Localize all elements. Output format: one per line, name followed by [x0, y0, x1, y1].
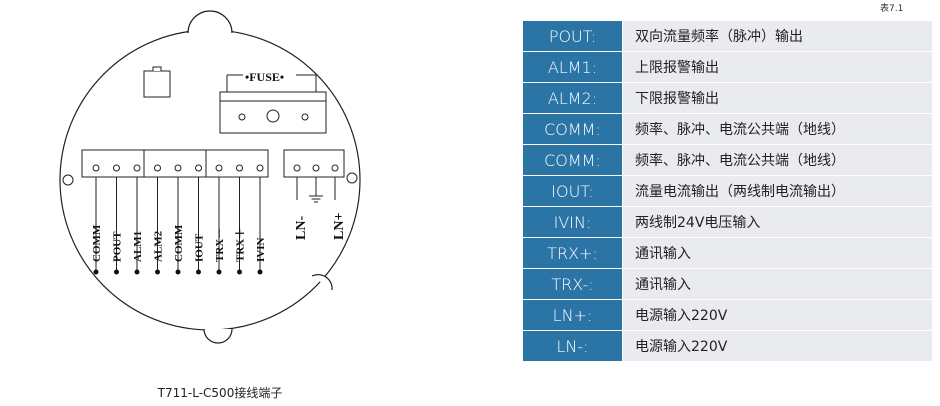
terminal-board-diagram: •FUSE• COMM POUT ALM1 ALM2 COMM IOUT TRX－ TRX＋ I…	[59, 10, 361, 344]
terminal-screw	[113, 164, 120, 172]
terminal-label: IVIN	[255, 237, 267, 262]
pin-name-cell: ALM1:	[523, 51, 623, 83]
power-terminal-pins	[293, 164, 339, 200]
board-notch-top	[187, 10, 233, 34]
pin-table-row: COMM:频率、脉冲、电流公共端（地线）	[523, 113, 932, 145]
terminal-label: TRX＋	[235, 228, 247, 262]
mount-hole-left	[62, 174, 74, 186]
pin-name-cell: TRX+:	[523, 237, 623, 269]
board-notch-bottom	[203, 328, 233, 344]
pin-name-cell: LN-:	[523, 330, 623, 362]
terminal-label: ALM2	[153, 230, 165, 262]
pin-name-cell: LN+:	[523, 299, 623, 331]
pin-table-row: ALM1:上限报警输出	[523, 51, 932, 83]
terminal-label: ALM1	[132, 231, 144, 262]
pin-table-row: COMM:频率、脉冲、电流公共端（地线）	[523, 144, 932, 176]
terminal-label: COMM	[91, 224, 103, 262]
pin-table-row: TRX-:通讯输入	[523, 268, 932, 300]
pin-name-cell: TRX-:	[523, 268, 623, 300]
terminal-lead-dot	[155, 269, 160, 275]
terminal-label: COMM	[173, 224, 185, 262]
power-terminal-screw	[293, 164, 301, 172]
power-terminal-block	[283, 149, 345, 178]
pin-description-cell: 流量电流输出（两线制电流输出）	[622, 175, 932, 207]
pin-description-cell: 电源输入220V	[622, 299, 932, 331]
terminal-block-group-3	[205, 149, 269, 178]
terminal-screw	[92, 164, 100, 172]
pin-name-cell: POUT:	[523, 21, 623, 52]
pin-description-cell: 通讯输入	[622, 268, 932, 300]
power-terminal-screw	[312, 164, 320, 172]
terminal-lead-dot	[237, 269, 242, 275]
power-labels: LN- LN+	[294, 213, 347, 240]
terminal-lead-dot	[114, 269, 119, 275]
pin-description-cell: 通讯输入	[622, 237, 932, 269]
terminal-label: IOUT	[194, 233, 206, 262]
small-component	[143, 70, 171, 98]
pin-description-cell: 电源输入220V	[622, 330, 932, 362]
ground-symbol	[309, 177, 323, 203]
board-notch-right	[311, 274, 333, 291]
pin-name-cell: COMM:	[523, 113, 623, 145]
terminal-screw	[195, 164, 202, 172]
terminal-screw	[256, 164, 264, 172]
pin-description-cell: 频率、脉冲、电流公共端（地线）	[622, 113, 932, 145]
pin-name-cell: IVIN:	[523, 206, 623, 238]
power-terminal-screw	[331, 164, 339, 172]
mount-hole-right	[346, 172, 358, 184]
terminal-lead-dot	[257, 269, 263, 275]
terminal-screw	[133, 164, 141, 172]
terminal-lead-dot	[196, 269, 201, 275]
pin-table-row: LN-:电源输入220V	[523, 330, 932, 362]
terminal-screw	[174, 164, 182, 172]
pin-name-cell: COMM:	[523, 144, 623, 176]
pin-table-row: POUT:双向流量频率（脉冲）输出	[523, 21, 932, 52]
terminal-screw	[236, 164, 243, 172]
fuse-holder	[219, 91, 327, 134]
small-component-tab	[152, 66, 162, 71]
pin-table-row: IVIN:两线制24V电压输入	[523, 206, 932, 238]
terminal-label: POUT	[112, 231, 124, 262]
pin-description-cell: 两线制24V电压输入	[622, 206, 932, 238]
signal-terminal-block: COMM POUT ALM1 ALM2 COMM IOUT TRX－ TRX＋ IVIN	[81, 149, 269, 275]
terminal-lead-dot	[216, 269, 222, 275]
power-label: LN+	[332, 213, 347, 240]
terminal-lead-dot	[175, 269, 181, 275]
terminal-screw	[215, 164, 223, 172]
fuse-label: •FUSE•	[245, 70, 284, 84]
terminal-block-group-1	[81, 149, 145, 178]
pin-table-row: LN+:电源输入220V	[523, 299, 932, 331]
pin-table-row: TRX+:通讯输入	[523, 237, 932, 269]
pin-table-row: ALM2:下限报警输出	[523, 82, 932, 114]
terminal-label: TRX－	[214, 228, 226, 262]
pin-description-cell: 频率、脉冲、电流公共端（地线）	[622, 144, 932, 176]
terminal-block-group-2	[143, 149, 207, 178]
pin-name-cell: IOUT:	[523, 175, 623, 207]
pin-table-row: IOUT:流量电流输出（两线制电流输出）	[523, 175, 932, 207]
terminal-screw	[154, 164, 161, 172]
pin-name-cell: ALM2:	[523, 82, 623, 114]
terminal-lead-dot	[134, 269, 140, 275]
pin-description-cell: 上限报警输出	[622, 51, 932, 83]
table-number: 表7.1	[880, 4, 904, 14]
fuse-screw-left	[238, 113, 246, 121]
terminal-lead-dot	[93, 269, 99, 275]
diagram-caption: T711-L-C500接线端子	[157, 386, 283, 400]
pin-description-cell: 下限报警输出	[622, 82, 932, 114]
pin-description-cell: 双向流量频率（脉冲）输出	[622, 21, 932, 52]
fuse-screw-right	[301, 113, 309, 121]
fuse-element	[266, 109, 280, 123]
power-label: LN-	[294, 216, 309, 240]
